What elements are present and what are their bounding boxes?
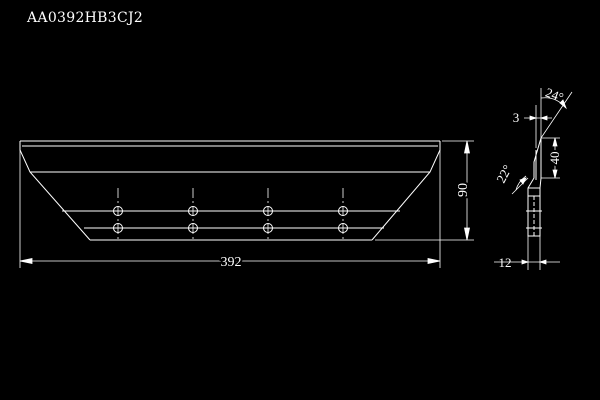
bottom-angle-value: 22° xyxy=(493,162,515,185)
arrow-left xyxy=(521,259,530,265)
bolt-hole xyxy=(263,223,273,233)
arrow-head xyxy=(559,99,567,110)
arrow-left xyxy=(529,115,538,121)
side-height-dimension xyxy=(541,137,560,179)
bolt-hole xyxy=(263,206,273,216)
bottom-angle-dimension xyxy=(511,175,529,195)
side-view xyxy=(526,137,542,237)
arrow-top xyxy=(552,137,558,147)
top-angle-dimension xyxy=(540,91,573,139)
thickness-dimension xyxy=(494,236,560,270)
arrow-left xyxy=(19,258,33,264)
drawing-part-number: AA0392HB3CJ2 xyxy=(27,10,144,26)
arrow-right xyxy=(539,115,548,121)
bottom-angle-leader xyxy=(511,177,529,195)
arrow-bottom xyxy=(464,227,470,241)
side-height-value: 40 xyxy=(547,152,562,165)
hole-centerlines xyxy=(100,188,362,240)
arrow-head xyxy=(519,177,527,185)
length-value: 392 xyxy=(221,255,242,270)
blade-left-end xyxy=(19,141,91,241)
height-value: 90 xyxy=(456,183,471,197)
bolt-hole xyxy=(188,206,198,216)
bolt-hole xyxy=(113,223,123,233)
blade-right-end xyxy=(371,141,441,241)
bolt-hole xyxy=(113,206,123,216)
bevel-dimension xyxy=(524,88,552,148)
arrow-top xyxy=(464,140,470,154)
height-dimension xyxy=(375,140,474,241)
bottom-angle-arc xyxy=(515,175,527,191)
arrow-right xyxy=(538,259,547,265)
bolt-hole xyxy=(188,223,198,233)
arrow-right xyxy=(427,258,441,264)
side-profile-upper xyxy=(527,137,542,196)
top-angle-extension xyxy=(540,91,573,139)
bolt-hole xyxy=(338,206,348,216)
bevel-value: 3 xyxy=(513,110,520,125)
top-angle-value: 24° xyxy=(543,85,565,105)
arrow-bottom xyxy=(552,169,558,179)
front-view xyxy=(19,140,441,241)
length-dimension xyxy=(19,150,441,268)
bolt-hole xyxy=(338,223,348,233)
thickness-value: 12 xyxy=(499,255,512,270)
bolt-holes xyxy=(113,206,348,233)
